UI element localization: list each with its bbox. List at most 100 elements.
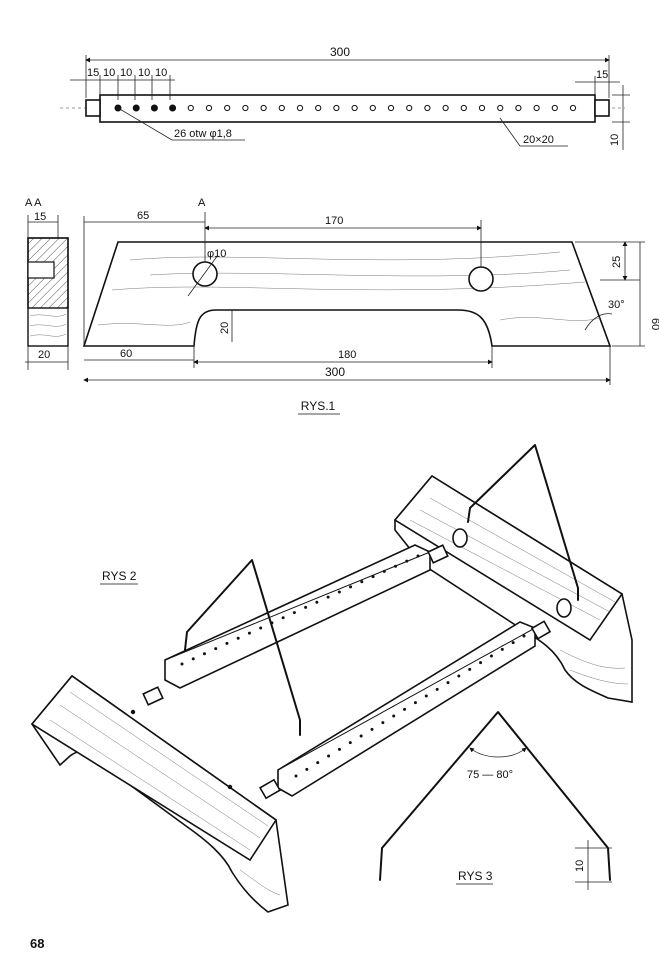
rod-hole [214, 647, 218, 651]
page-number: 68 [30, 936, 44, 951]
rod-hole [333, 104, 340, 112]
rod-hole [369, 104, 376, 112]
rod-hole [511, 641, 515, 645]
rod-hole [392, 714, 396, 718]
rod-hole [259, 626, 263, 630]
rod-hole [360, 580, 364, 584]
rod-hole [205, 104, 213, 112]
assembly-rod-upper [164, 544, 431, 689]
rod-hole [202, 652, 206, 656]
rod-holes-note: 26 otw φ1,8 [174, 128, 232, 140]
rod-hole [351, 104, 358, 112]
rod-hole [424, 694, 428, 698]
rod-end-right-label: 15 [596, 69, 608, 81]
rod-hole [489, 654, 493, 658]
rod-hole [132, 104, 140, 112]
rod-hole [515, 104, 522, 112]
base-right-height-dim: 25 [611, 256, 623, 268]
rod-hole [180, 662, 184, 666]
rod-hole [236, 636, 240, 640]
rod-spacing-2: 10 [120, 67, 132, 79]
rod-hole [435, 687, 439, 691]
rod-hole [316, 761, 320, 765]
rod-hole [225, 641, 229, 645]
rod-hole [304, 605, 308, 609]
rod-hole [569, 104, 577, 112]
rod-hole [446, 681, 450, 685]
section-aa-drawing: A A 15 20 [25, 197, 69, 370]
rod-hole [413, 701, 417, 705]
rod-section-label: 20×20 [523, 134, 554, 146]
base-cutout-dim: 180 [338, 349, 356, 361]
rod-pin-right [594, 99, 610, 117]
rod-hole [371, 575, 375, 579]
rod-hole [406, 104, 413, 112]
rod-hole [500, 647, 504, 651]
rod-hole [387, 104, 395, 112]
base-left-top-dim: 65 [137, 210, 149, 222]
rod-spacing-3: 10 [138, 67, 150, 79]
assembly-rod-lower-holes [294, 634, 526, 778]
rod-hole [497, 104, 504, 112]
rod-hole [382, 569, 386, 573]
rod-pin-left [85, 99, 101, 117]
rod-hole [533, 104, 540, 112]
rod-hole [150, 104, 158, 112]
rod-hole [468, 667, 472, 671]
base-total-dim: 300 [325, 365, 345, 379]
rod-hole [337, 747, 341, 751]
assembly-wire-right [467, 444, 579, 601]
section-bottom-dim: 20 [38, 349, 50, 361]
rod-height-label: 10 [609, 134, 621, 146]
rys2-caption: RYS 2 [102, 569, 137, 583]
rod-hole [349, 585, 353, 589]
rod-hole [424, 104, 431, 112]
rod-hole [442, 104, 449, 112]
rod-hole [292, 611, 296, 615]
wire-bend-shape [379, 711, 611, 881]
rod-hole [242, 104, 249, 112]
base-hole-dia-label: φ10 [207, 248, 226, 260]
assembly-drawing [30, 444, 633, 913]
rod-hole [348, 741, 352, 745]
base-drawing: 65 A 170 φ10 20 25 60 30° 60 180 300 [82, 197, 659, 385]
rod-drawing: 300 15 10 10 10 10 15 10 26 otw φ1,8 20×… [60, 45, 630, 150]
rod-hole [281, 616, 285, 620]
rod-hole [294, 774, 298, 778]
rod-hole [479, 661, 483, 665]
base-outline [82, 241, 612, 347]
base-total-height-dim: 60 [649, 318, 659, 330]
rod-hole [247, 631, 251, 635]
rod-hole [359, 734, 363, 738]
section-top-dim: 15 [34, 211, 46, 223]
rod-hole [405, 559, 409, 563]
rod-hole [187, 104, 194, 112]
rod-hole [457, 674, 461, 678]
rod-hole [337, 590, 341, 594]
base-hole-spacing-dim: 170 [325, 215, 343, 227]
wire-bend-drawing: 75 — 80° 10 [379, 711, 612, 890]
rod-body [99, 94, 596, 123]
rod-hole [326, 595, 330, 599]
rod-length-label: 300 [330, 45, 350, 59]
rod-hole [460, 104, 467, 112]
rys3-caption: RYS 3 [458, 869, 493, 883]
base-angle-label: 30° [608, 299, 625, 311]
rod-hole [315, 600, 319, 604]
rod-hole [260, 104, 267, 112]
rod-hole [315, 104, 322, 112]
rys1-caption: RYS.1 [301, 399, 336, 413]
rod-hole [403, 707, 407, 711]
assembly-wire-upper [184, 559, 301, 736]
rod-hole [278, 104, 285, 112]
rod-end-label: 15 [87, 67, 99, 79]
rod-hole [370, 727, 374, 731]
rod-hole [416, 554, 420, 558]
rod-hole [478, 104, 486, 112]
rod-hole [394, 564, 398, 568]
wire-height-label: 10 [574, 860, 586, 872]
assembly-rod-upper-holes [180, 554, 420, 666]
rod-hole [169, 104, 177, 112]
base-cut-depth-dim: 20 [219, 322, 231, 334]
